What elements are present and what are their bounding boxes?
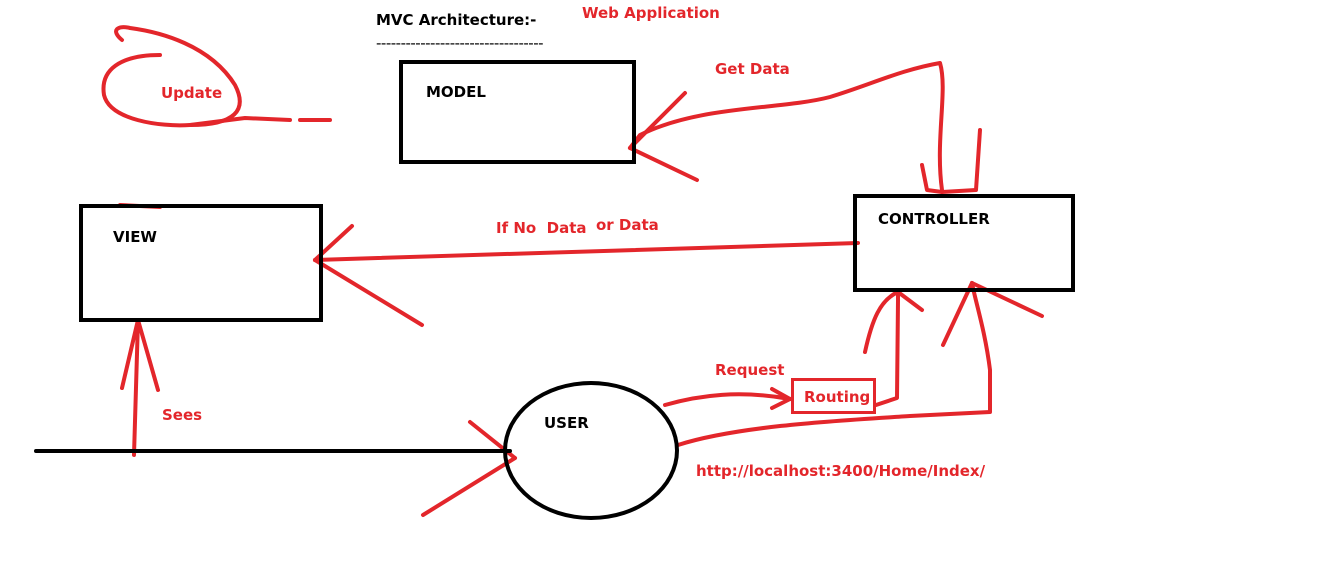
- or-data-label: or Data: [596, 216, 659, 234]
- url-to-controller-arrowhead-left: [941, 281, 974, 347]
- routing-to-controller-arrowhead-right: [896, 290, 924, 312]
- get-data-arrowhead-lower: [628, 146, 699, 182]
- routing-label: Routing: [804, 388, 871, 406]
- diagram-subtitle: Web Application: [582, 4, 720, 22]
- update-connector-stroke: [188, 116, 332, 127]
- user-circle: [503, 381, 679, 520]
- routing-to-controller-arrowhead-left: [863, 290, 900, 354]
- sees-label: Sees: [162, 406, 203, 424]
- get-data-label: Get Data: [715, 60, 790, 78]
- url-to-controller-arrow: [676, 281, 992, 447]
- get-data-arrowhead-upper: [628, 91, 687, 150]
- update-label: Update: [161, 84, 223, 102]
- view-label: VIEW: [113, 228, 157, 246]
- routing-to-controller-arrow: [874, 290, 900, 407]
- sees-arrowhead-right: [136, 318, 160, 392]
- routing-box: [791, 378, 876, 414]
- model-box: [399, 60, 636, 164]
- view-box: [79, 204, 323, 322]
- if-no-data-label: If No Data: [496, 219, 587, 237]
- controller-to-view-arrow: [313, 241, 860, 262]
- sees-arrow: [132, 318, 140, 457]
- sees-arrowhead-left: [120, 318, 140, 390]
- request-label: Request: [715, 361, 785, 379]
- url-label: http://localhost:3400/Home/Index/: [696, 462, 986, 480]
- user-input-arrowhead-lower: [421, 456, 517, 517]
- diagram-title: MVC Architecture:-: [376, 11, 537, 29]
- request-arrowhead-upper: [770, 387, 792, 401]
- get-data-arrow: [628, 61, 945, 192]
- request-arrowhead-lower: [770, 397, 792, 410]
- get-data-tail-left: [920, 163, 944, 194]
- diagram-title-underline: ----------------------------------: [376, 34, 544, 52]
- user-label: USER: [544, 414, 589, 432]
- controller-box: [853, 194, 1075, 292]
- controller-to-view-arrowhead-lower: [313, 258, 424, 327]
- request-arrow: [663, 392, 792, 407]
- model-label: MODEL: [426, 83, 486, 101]
- controller-label: CONTROLLER: [878, 210, 990, 228]
- update-loop-stroke: [101, 25, 242, 128]
- get-data-tail-right: [940, 128, 982, 194]
